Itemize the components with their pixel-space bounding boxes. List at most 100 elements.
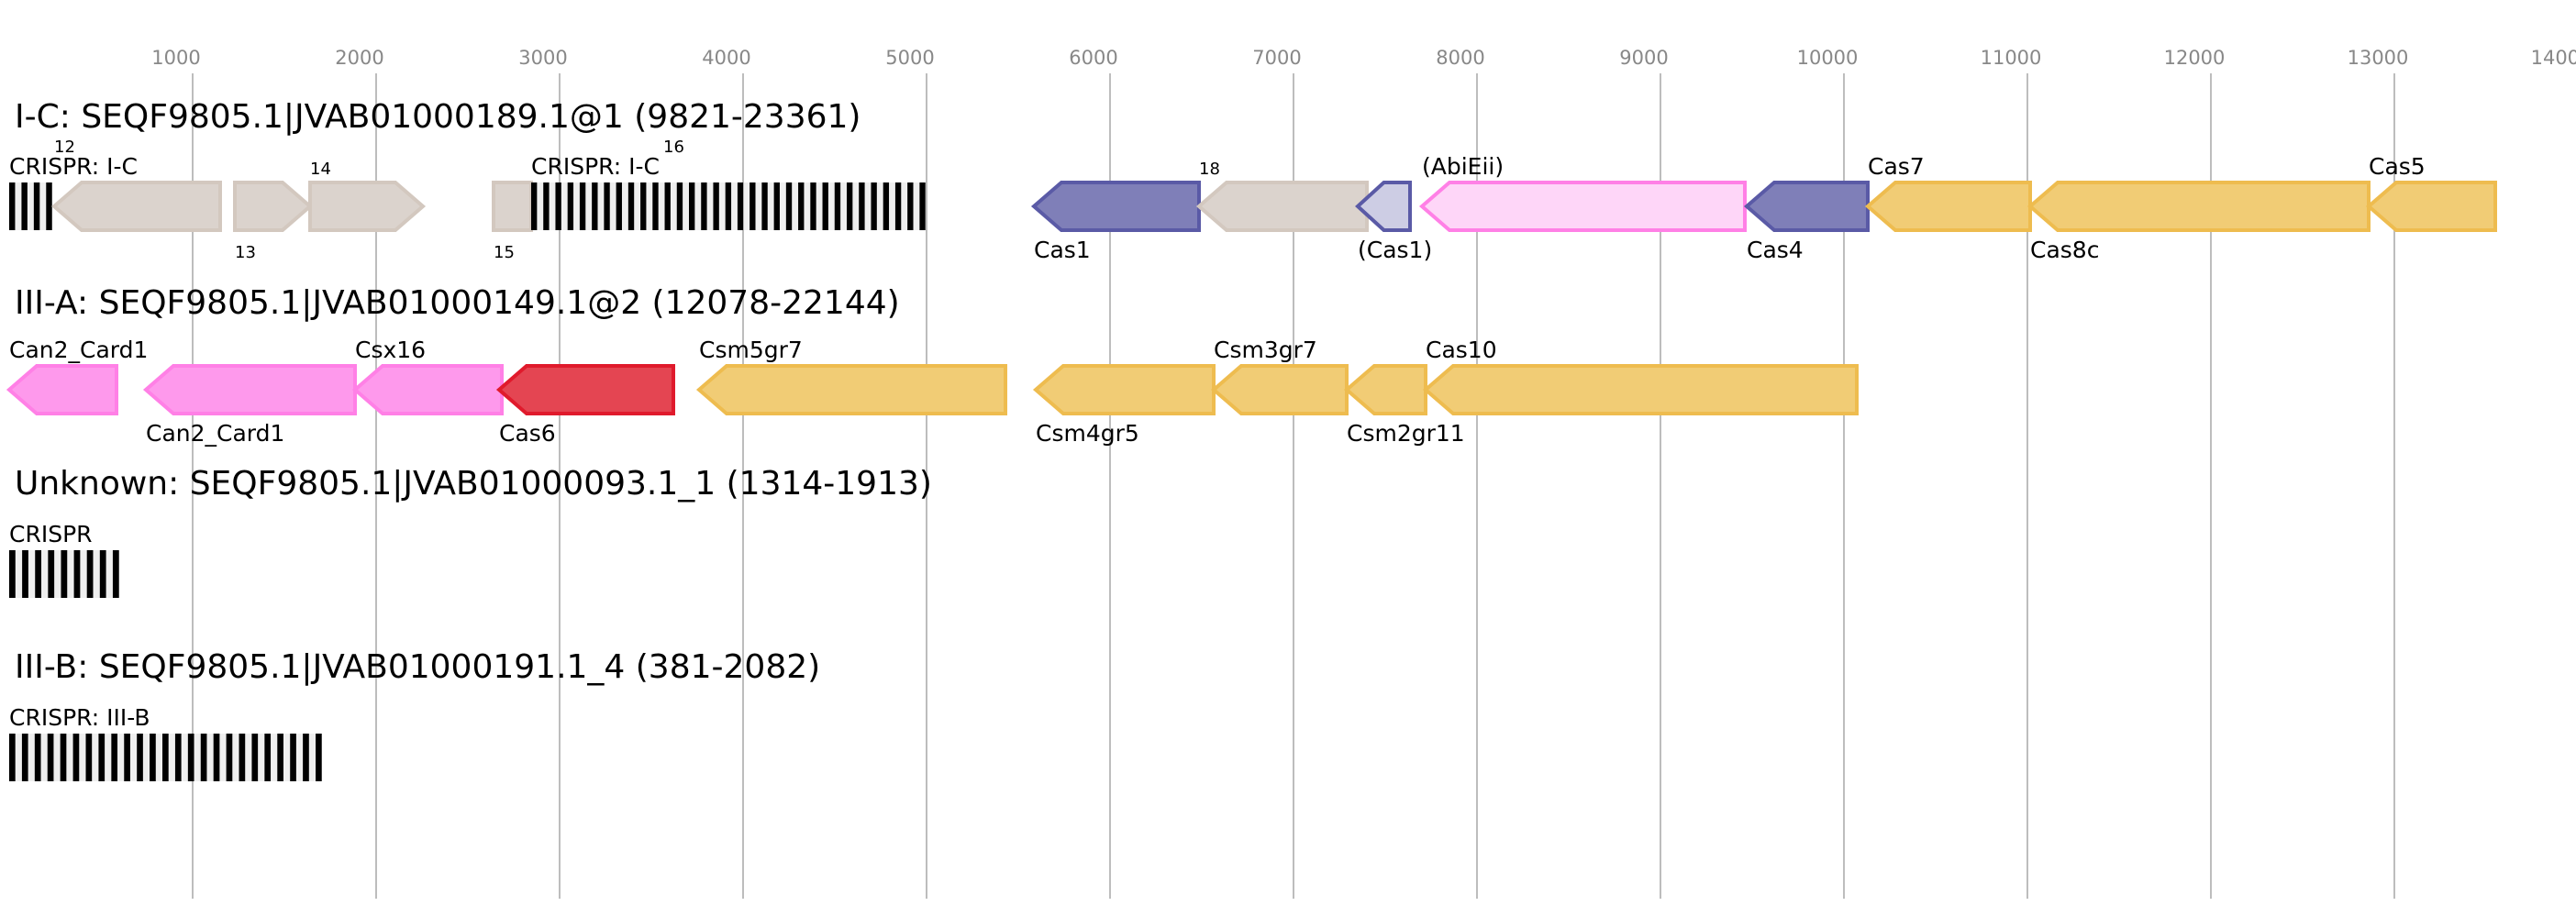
crispr-repeat bbox=[35, 550, 42, 598]
features bbox=[6, 364, 1859, 415]
crispr-repeat bbox=[316, 734, 322, 781]
gene-arrow[interactable] bbox=[1030, 181, 1201, 232]
gene-label: Csm5gr7 bbox=[699, 337, 803, 363]
crispr-repeat bbox=[798, 182, 805, 230]
gene-arrow[interactable] bbox=[1195, 181, 1369, 232]
gene-label: 18 bbox=[1199, 160, 1220, 179]
crispr-repeat bbox=[773, 182, 780, 230]
crispr-repeat bbox=[701, 182, 707, 230]
gene-arrow[interactable] bbox=[1355, 181, 1412, 232]
gene-arrow[interactable] bbox=[1743, 181, 1870, 232]
gene-arrow[interactable] bbox=[142, 364, 357, 415]
crispr-repeat bbox=[9, 734, 16, 781]
crispr-label: CRISPR: I-C bbox=[531, 153, 660, 180]
crispr-repeat bbox=[239, 734, 246, 781]
gene-arrow[interactable] bbox=[1422, 364, 1859, 415]
gene-arrow[interactable] bbox=[6, 364, 118, 415]
gene-label: Csm4gr5 bbox=[1036, 420, 1139, 447]
crispr-repeat bbox=[555, 182, 561, 230]
gene-label: 16 bbox=[663, 138, 684, 157]
gene-arrow[interactable] bbox=[1343, 364, 1427, 415]
gene-label: Cas10 bbox=[1426, 337, 1497, 363]
crispr-repeat bbox=[543, 182, 550, 230]
crispr-repeat bbox=[303, 734, 309, 781]
gene-label: Can2_Card1 bbox=[9, 337, 148, 363]
crispr-repeat bbox=[834, 182, 841, 230]
crispr-repeat bbox=[98, 734, 105, 781]
gene-arrow[interactable] bbox=[351, 364, 504, 415]
crispr-repeat bbox=[604, 182, 610, 230]
tick-label-4000: 4000 bbox=[702, 47, 750, 69]
gene-label: Cas8c bbox=[2030, 237, 2099, 263]
crispr-repeat bbox=[894, 182, 902, 230]
gene-label: Csx16 bbox=[355, 337, 426, 363]
tick-label-1000: 1000 bbox=[151, 47, 200, 69]
crispr-repeat bbox=[907, 182, 914, 230]
tick-label-2000: 2000 bbox=[335, 47, 383, 69]
crispr-repeat bbox=[531, 182, 538, 230]
crispr-repeat bbox=[85, 734, 93, 781]
gene-arrow[interactable] bbox=[1032, 364, 1216, 415]
gene-label: 12 bbox=[54, 138, 75, 157]
tick-label-7000: 7000 bbox=[1252, 47, 1301, 69]
crispr-array[interactable] bbox=[531, 182, 926, 230]
crispr-repeat bbox=[251, 734, 259, 781]
crispr-label: CRISPR: III-B bbox=[9, 704, 150, 731]
crispr-repeat bbox=[919, 182, 926, 230]
crispr-repeat bbox=[822, 182, 828, 230]
tick-label-5000: 5000 bbox=[885, 47, 934, 69]
gene-arrow[interactable] bbox=[308, 181, 427, 232]
crispr-repeat bbox=[200, 734, 207, 781]
crispr-repeat bbox=[883, 182, 890, 230]
feature-labels: CRISPR: III-B bbox=[9, 704, 150, 731]
crispr-repeat bbox=[689, 182, 695, 230]
crispr-repeat bbox=[226, 734, 233, 781]
locus-title: III-B: SEQF9805.1|JVAB01000191.1_4 (381-… bbox=[15, 648, 820, 686]
gene-label: Cas5 bbox=[2369, 153, 2426, 180]
gene-arrow[interactable] bbox=[695, 364, 1007, 415]
gene-arrow[interactable] bbox=[233, 181, 314, 232]
crispr-repeat bbox=[859, 182, 865, 230]
features bbox=[9, 181, 2497, 232]
gene-label: Cas1 bbox=[1034, 237, 1091, 263]
crispr-array[interactable] bbox=[9, 182, 52, 230]
crispr-repeat bbox=[60, 734, 67, 781]
crispr-repeat bbox=[22, 550, 28, 598]
features bbox=[9, 734, 322, 781]
crispr-repeat bbox=[749, 182, 756, 230]
tick-label-8000: 8000 bbox=[1436, 47, 1484, 69]
feature-labels: Can2_Card1Can2_Card1Csx16Cas6Csm5gr7Csm4… bbox=[9, 337, 1497, 447]
gene-arrow[interactable] bbox=[2026, 181, 2371, 232]
crispr-repeat bbox=[162, 734, 169, 781]
crispr-repeat bbox=[810, 182, 816, 230]
crispr-repeat bbox=[150, 734, 156, 781]
crispr-repeat bbox=[111, 734, 118, 781]
tick-label-13000: 13000 bbox=[2348, 47, 2409, 69]
gene-arrow[interactable] bbox=[492, 181, 533, 232]
crispr-repeat bbox=[592, 182, 598, 230]
gene-arrow[interactable] bbox=[1864, 181, 2032, 232]
tick-label-3000: 3000 bbox=[518, 47, 567, 69]
crispr-array[interactable] bbox=[9, 734, 322, 781]
crispr-repeat bbox=[713, 182, 719, 230]
gene-label: (Cas1) bbox=[1358, 237, 1432, 263]
gene-arrow[interactable] bbox=[1210, 364, 1349, 415]
crispr-repeat bbox=[86, 550, 94, 598]
gene-arrow[interactable] bbox=[495, 364, 675, 415]
crispr-repeat bbox=[73, 550, 81, 598]
crispr-repeat bbox=[124, 734, 130, 781]
tick-label-12000: 12000 bbox=[2164, 47, 2226, 69]
gene-arrow[interactable] bbox=[50, 181, 222, 232]
crispr-repeat bbox=[640, 182, 647, 230]
crispr-repeat bbox=[725, 182, 732, 230]
crispr-repeat bbox=[99, 550, 106, 598]
gene-arrow[interactable] bbox=[2365, 181, 2497, 232]
crispr-repeat bbox=[290, 734, 296, 781]
crispr-repeat bbox=[664, 182, 671, 230]
crispr-array[interactable] bbox=[9, 550, 119, 598]
gene-arrow[interactable] bbox=[1418, 181, 1747, 232]
gene-label: (AbiEii) bbox=[1422, 153, 1504, 180]
